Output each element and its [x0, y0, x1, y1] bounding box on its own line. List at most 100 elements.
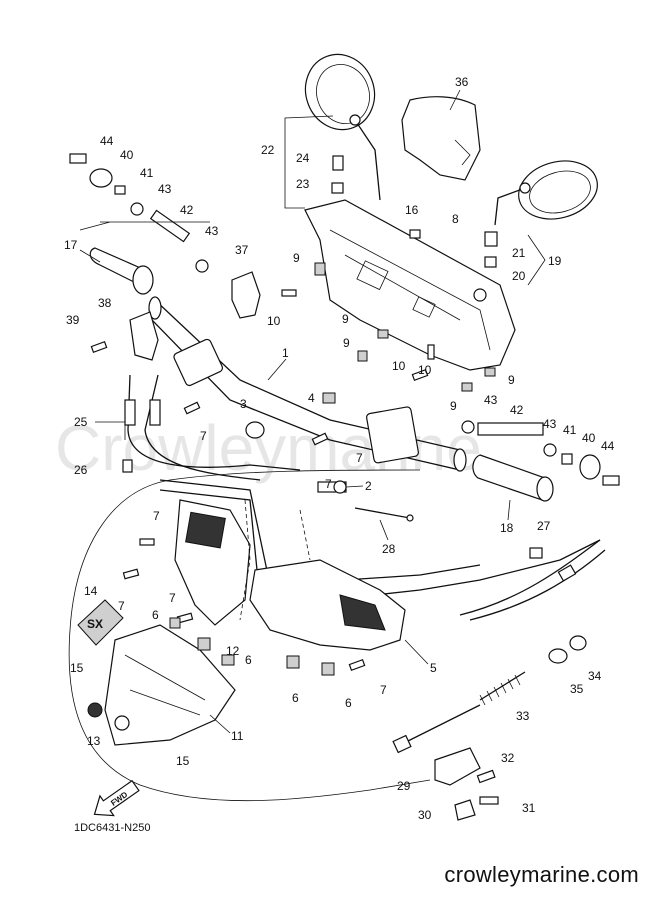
bolt-21	[484, 231, 498, 247]
group-bracket-22	[284, 115, 334, 209]
callout-43b: 43	[205, 224, 219, 238]
bolt-31	[479, 796, 499, 805]
callout-43a: 43	[158, 182, 172, 196]
callout-7g: 7	[380, 683, 387, 697]
screw-7-f	[348, 659, 366, 671]
cable-28	[354, 507, 411, 519]
callout-17: 17	[64, 238, 78, 252]
callout-10c: 10	[418, 363, 432, 377]
callout-6b: 6	[245, 653, 252, 667]
callout-31: 31	[522, 801, 536, 815]
callout-26: 26	[74, 463, 88, 477]
mirror-right	[494, 160, 598, 226]
callout-3: 3	[240, 397, 247, 411]
callout-7e: 7	[356, 451, 363, 465]
callout-22: 22	[261, 143, 275, 157]
nut-23	[331, 182, 344, 194]
badge-14: SX	[77, 599, 124, 646]
cable-27	[459, 539, 601, 616]
screw-7-b	[139, 538, 155, 546]
callout-10a: 10	[267, 314, 281, 328]
grip-18-right	[472, 454, 554, 502]
callout-9e: 9	[450, 399, 457, 413]
clip-41-right	[561, 453, 573, 465]
callout-43d: 43	[543, 417, 557, 431]
coil-33	[479, 674, 521, 706]
plug-13	[87, 702, 103, 718]
cover-11	[104, 624, 236, 746]
callout-36: 36	[455, 75, 469, 89]
clip-41-left	[114, 185, 126, 195]
nut-43-left-a	[130, 202, 144, 216]
callout-2: 2	[365, 479, 372, 493]
mirror-left	[304, 53, 381, 201]
callout-39: 39	[66, 313, 80, 327]
callout-40a: 40	[120, 148, 134, 162]
callout-9a: 9	[293, 251, 300, 265]
front-cover-5	[249, 559, 406, 651]
callout-19: 19	[548, 254, 562, 268]
callout-1: 1	[282, 346, 289, 360]
callout-6c: 6	[292, 691, 299, 705]
clip-9-b	[377, 329, 389, 339]
bolt-27	[529, 547, 543, 559]
site-name: crowleymarine.com	[444, 862, 639, 887]
callout-14: 14	[84, 584, 98, 598]
callout-15b: 15	[176, 754, 190, 768]
bushing-35	[548, 648, 568, 664]
bolt-44-right	[602, 475, 620, 486]
screw-7-c	[122, 568, 140, 580]
callout-18: 18	[500, 521, 514, 535]
callout-16: 16	[405, 203, 419, 217]
bolt-16	[409, 229, 421, 239]
callout-11: 11	[231, 729, 244, 743]
collar-3	[245, 421, 265, 439]
bolt-24	[332, 155, 344, 171]
fwd-arrow-icon: FWD	[93, 779, 140, 817]
clip-9-a	[314, 262, 326, 276]
callout-6a: 6	[152, 608, 159, 622]
weight-40-right	[579, 454, 601, 480]
bracket-29	[434, 747, 481, 786]
callout-40b: 40	[582, 431, 596, 445]
callout-10b: 10	[392, 359, 406, 373]
upper-cover	[304, 199, 516, 371]
nut-43-right-b	[543, 443, 557, 457]
bolt-26	[122, 459, 133, 473]
callout-20: 20	[512, 269, 526, 283]
cable-25	[127, 374, 301, 471]
clip-6-d	[321, 662, 335, 676]
callout-28: 28	[382, 542, 396, 556]
callout-42b: 42	[510, 403, 524, 417]
callout-8: 8	[452, 212, 459, 226]
callout-32: 32	[501, 751, 515, 765]
group-bracket-25	[95, 400, 126, 440]
callout-9b: 9	[342, 312, 349, 326]
callout-21: 21	[512, 246, 526, 260]
screw-7-a	[183, 401, 201, 415]
weight-40-left	[89, 168, 113, 188]
cable-lower	[399, 704, 481, 746]
clip-6-c	[286, 655, 300, 669]
clip-4	[322, 392, 336, 404]
badge-label: SX	[87, 617, 103, 631]
callout-25: 25	[74, 415, 88, 429]
callout-42a: 42	[180, 203, 194, 217]
callout-41a: 41	[140, 166, 154, 180]
callout-13: 13	[87, 734, 101, 748]
mirror-cover	[401, 96, 481, 181]
screw-10-b	[411, 369, 429, 381]
callout-34: 34	[588, 669, 602, 683]
callout-27: 27	[537, 519, 551, 533]
grip-17-left	[89, 247, 154, 295]
cover-outline	[68, 469, 431, 802]
callout-41b: 41	[563, 423, 577, 437]
clip-9-e	[461, 382, 473, 392]
clip-6-a	[169, 617, 181, 629]
callout-9d: 9	[508, 373, 515, 387]
callout-labels: 1 2 3 4 5 6 6 6 6 7 7 7 7 7 7 7 8 9 9 9 …	[64, 75, 615, 822]
callout-7f: 7	[325, 477, 332, 491]
clip-9-c	[357, 350, 368, 362]
nut-43-right-a	[461, 420, 475, 434]
bolt-44-left	[69, 153, 87, 164]
